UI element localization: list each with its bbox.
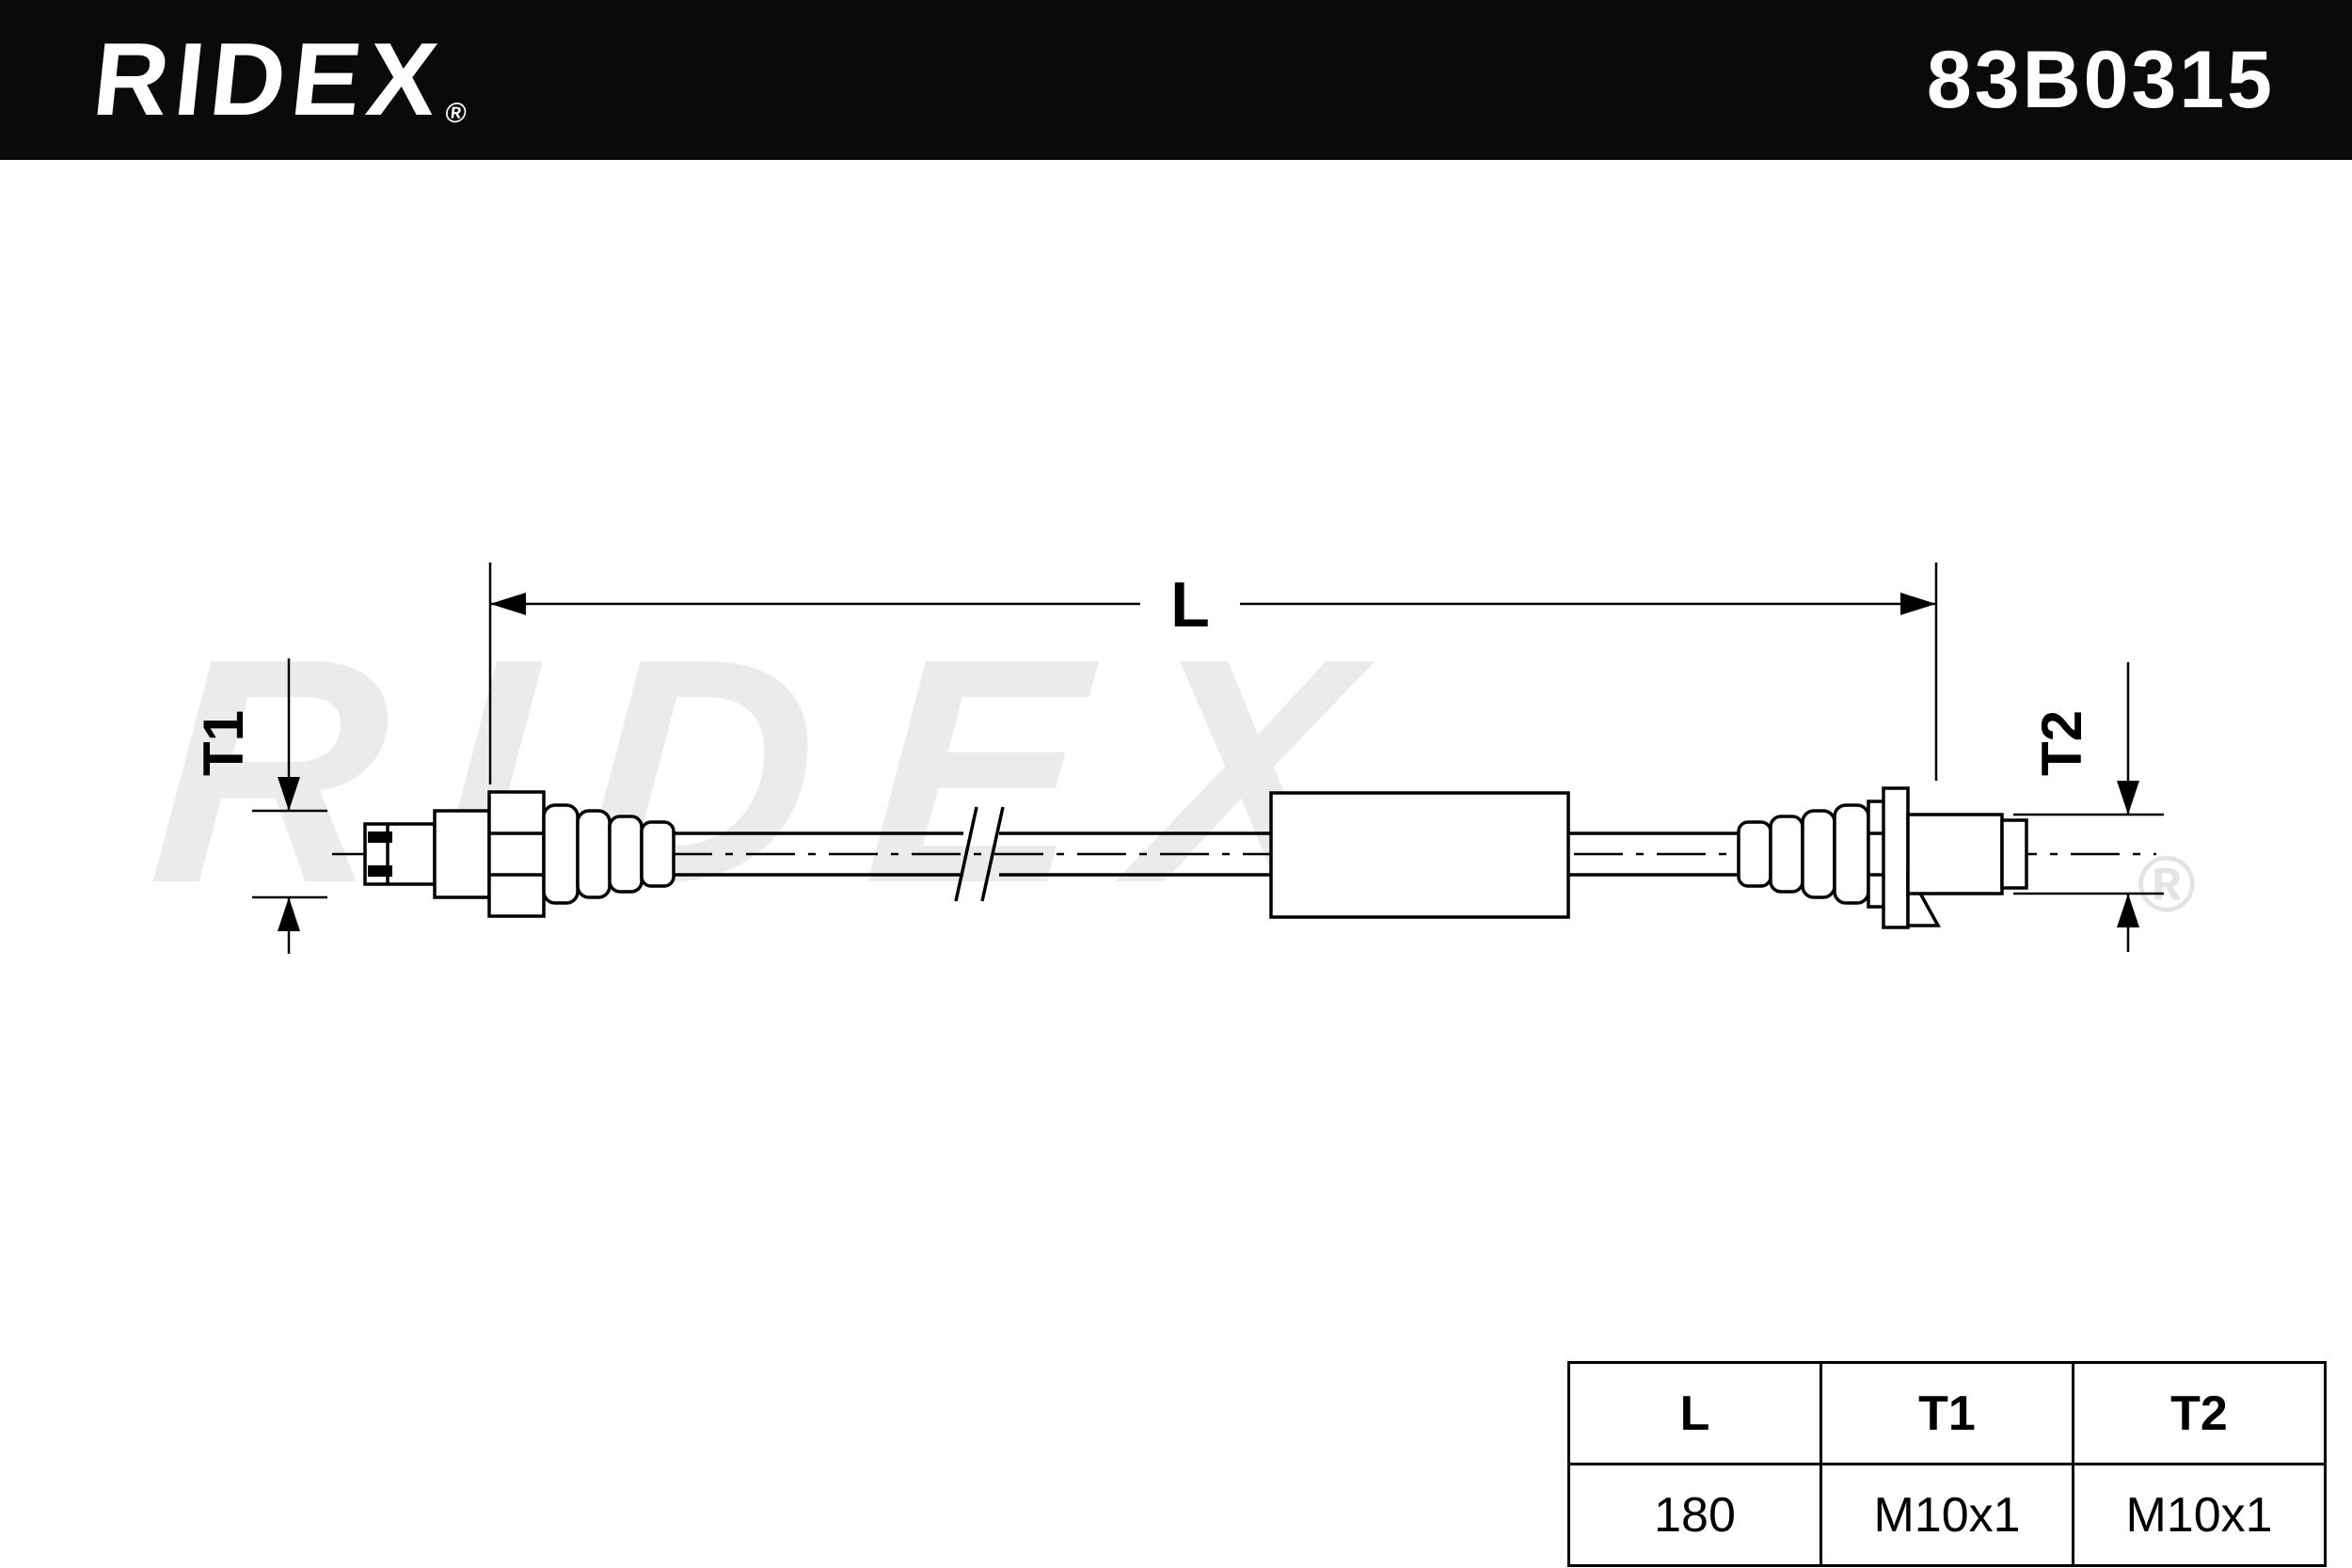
- dim-label-T2: T2: [2030, 710, 2093, 776]
- spec-value-T2: M10x1: [2072, 1463, 2327, 1567]
- hose-bellows-left: [542, 803, 675, 905]
- spec-value-T1: M10x1: [1820, 1463, 2074, 1567]
- spec-header-T2: T2: [2072, 1361, 2327, 1465]
- hose-body: [363, 786, 2028, 929]
- hose-tube: [674, 832, 1739, 877]
- dimension-T2: [2013, 662, 2164, 952]
- spec-header-L: L: [1567, 1361, 1822, 1465]
- hose-right-fitting: [1867, 786, 2028, 929]
- spec-table-header-row: L T1 T2: [1567, 1361, 2327, 1465]
- part-number: 83B0315: [1926, 35, 2275, 125]
- spec-value-L: 180: [1567, 1463, 1822, 1567]
- dim-label-T1: T1: [192, 710, 255, 776]
- hose-break-marks: [954, 806, 1005, 902]
- hose-protective-sleeve: [1269, 791, 1570, 919]
- hose-left-fitting: [363, 790, 546, 918]
- watermark-registered-mark: ®: [2137, 840, 2196, 928]
- spec-table: L T1 T2 180 M10x1 M10x1: [1567, 1361, 2327, 1567]
- header-bar: RIDEX ® 83B0315: [0, 0, 2352, 160]
- hose-bellows-right: [1737, 803, 1870, 905]
- dim-label-L: L: [1170, 569, 1210, 641]
- dimension-L: [488, 562, 1938, 784]
- spec-table-value-row: 180 M10x1 M10x1: [1567, 1463, 2327, 1567]
- dimension-T1: [252, 658, 327, 954]
- mounting-bracket: [1882, 786, 1910, 929]
- spec-header-T1: T1: [1820, 1361, 2074, 1465]
